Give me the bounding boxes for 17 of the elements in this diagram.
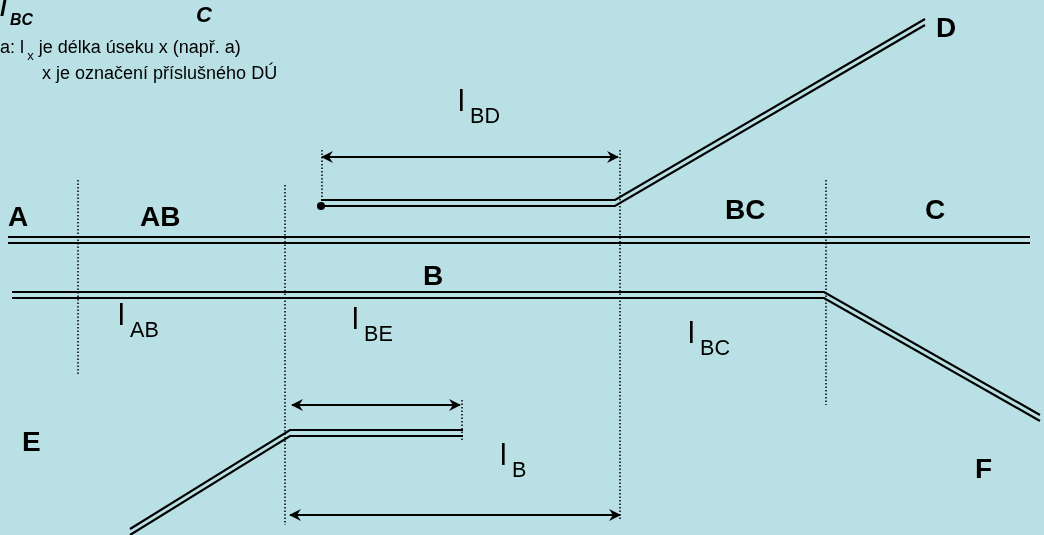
station-label: F [975, 455, 993, 483]
station-label: B [423, 262, 444, 290]
station-label: C [925, 196, 946, 224]
station-label: A [8, 203, 29, 231]
note-text: x je označení příslušného DÚ [42, 64, 278, 82]
note-text: a: l$_{x}$ je délka úseku x (např. a) [0, 38, 241, 64]
length-label: l$_{BC}$ [0, 0, 33, 28]
length-label: l$_{B}$ [500, 440, 527, 481]
section-label: BC [725, 196, 766, 224]
length-label: l$_{BD}$ [458, 86, 501, 127]
station-label: D [936, 14, 957, 42]
length-label: l$_{BC}$ [688, 318, 731, 359]
section-label: C [196, 4, 212, 26]
length-label: l$_{AB}$ [118, 300, 159, 341]
section-label: AB [140, 203, 181, 231]
station-label: E [22, 428, 41, 456]
length-label: l$_{BE}$ [352, 304, 393, 345]
